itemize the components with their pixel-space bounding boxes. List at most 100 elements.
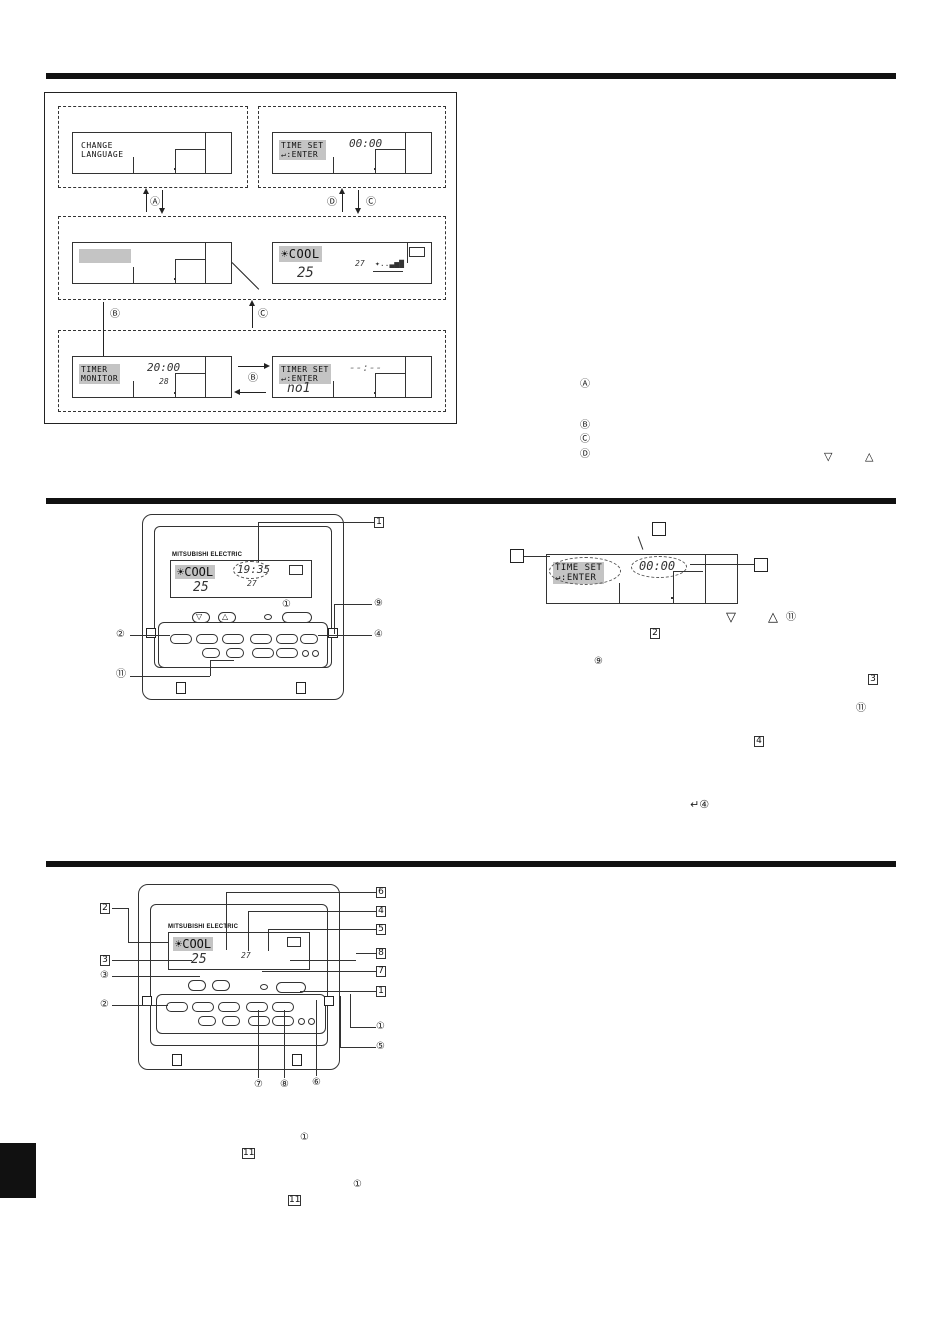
set-temp-button-2[interactable]	[218, 1002, 240, 1012]
callout-4: ④	[374, 629, 383, 640]
up-triangle: △	[865, 450, 874, 463]
callout3-6: 6	[376, 887, 386, 898]
label-line1: TIME SET	[281, 141, 324, 150]
label-line1: TIMER	[81, 365, 108, 374]
timer-button-b[interactable]	[276, 648, 298, 658]
time-readout: --:--	[349, 361, 383, 374]
callout3-8: 8	[376, 948, 386, 959]
test-button[interactable]	[302, 650, 309, 657]
note-s3: 3	[868, 674, 878, 685]
marker-a: Ⓐ	[150, 197, 160, 208]
callout3-c5: ⑤	[376, 1041, 385, 1052]
mode-button-2[interactable]	[192, 1002, 214, 1012]
remote-lcd: ☀COOL 19:35 25 27	[170, 560, 312, 598]
vane-button[interactable]	[276, 634, 298, 644]
down-triangle: ▽	[824, 450, 833, 463]
marker-c2: Ⓒ	[258, 309, 268, 320]
callout3-7: 7	[376, 966, 386, 977]
callout-box-left	[510, 549, 524, 563]
lcd-timer-monitor: TIMER MONITOR 20:00 28	[72, 356, 232, 398]
note-s4: 4	[754, 736, 764, 747]
temp-up-button[interactable]: △	[218, 612, 236, 623]
time-up-button-2[interactable]	[222, 1016, 240, 1026]
section-rule-1	[46, 73, 896, 79]
marker-c: Ⓒ	[366, 197, 376, 208]
callout3-c8: ⑧	[280, 1079, 289, 1090]
callout3-3: 3	[100, 955, 110, 966]
time-up-button[interactable]	[226, 648, 244, 658]
page-tab	[0, 1143, 36, 1198]
mode: ☀COOL	[279, 246, 322, 262]
lcd-timer-set: TIMER SET ↵:ENTER --:-- no1	[272, 356, 432, 398]
line1: CHANGE	[81, 141, 113, 150]
sub-readout: 28	[159, 377, 169, 386]
set-temp-button[interactable]	[222, 634, 244, 644]
callout3-1: 1	[376, 986, 386, 997]
marker-d: Ⓓ	[327, 197, 337, 208]
group-language	[58, 106, 248, 188]
temp-down-button-2[interactable]	[188, 980, 206, 991]
note-d: Ⓓ	[580, 449, 590, 460]
timer-button-a-2[interactable]	[248, 1016, 270, 1026]
note-enter-4: ↵④	[690, 798, 710, 811]
time-down-button-2[interactable]	[198, 1016, 216, 1026]
lcd-label: TIMER MONITOR	[79, 364, 121, 384]
test-button-2[interactable]	[298, 1018, 305, 1025]
note3-s11: 11	[242, 1148, 255, 1159]
note3-c1: ①	[300, 1132, 309, 1143]
timer-button-b-2[interactable]	[272, 1016, 294, 1026]
note3-c1b: ①	[353, 1179, 362, 1190]
mode-flow-diagram	[44, 92, 457, 424]
program-no: no1	[287, 381, 311, 396]
callout3-2: 2	[100, 903, 110, 914]
callout3-c7: ⑦	[254, 1079, 263, 1090]
note-c9: ⑨	[594, 656, 603, 667]
mode-button[interactable]	[196, 634, 218, 644]
group-timer	[58, 330, 446, 412]
note-c11: ⑪	[786, 612, 796, 623]
on-off-button[interactable]	[282, 612, 312, 623]
on-off-button-2[interactable]	[276, 982, 306, 993]
label-line1: TIMER SET	[281, 365, 329, 374]
check-button[interactable]	[312, 650, 319, 657]
lcd-label: TIMER SET ↵:ENTER	[279, 364, 331, 384]
fan-speed-button-2[interactable]	[246, 1002, 268, 1012]
room-temp: 27	[241, 951, 251, 960]
callout3-c1: ①	[376, 1021, 385, 1032]
time-readout: 20:00	[147, 361, 181, 374]
timer-mode-button[interactable]	[170, 634, 192, 644]
callout-2: ②	[116, 629, 125, 640]
up-icon: △	[222, 612, 229, 621]
operation-lamp	[264, 614, 272, 620]
lcd-off	[72, 242, 232, 284]
section-rule-2	[46, 498, 896, 504]
down-icon: ▽	[196, 612, 203, 621]
remote-face-2	[150, 904, 328, 1046]
callout3-c2: ②	[100, 999, 109, 1010]
time-readout: 00:00	[349, 137, 383, 150]
vane-button-2[interactable]	[272, 1002, 294, 1012]
remote-button-panel-2	[156, 994, 326, 1034]
temp-up-button-2[interactable]	[212, 980, 230, 991]
remote-button-panel	[158, 622, 328, 668]
lcd-time-set-large: TIME SET ↵:ENTER 00:00	[546, 554, 738, 604]
callout-1: 1	[374, 517, 384, 528]
time-down-button[interactable]	[202, 648, 220, 658]
temp-down-button[interactable]: ▽	[192, 612, 210, 623]
timer-button-a[interactable]	[252, 648, 274, 658]
group-time-set	[258, 106, 446, 188]
callout3-4: 4	[376, 906, 386, 917]
louver-button[interactable]	[300, 634, 318, 644]
label-line2: ↵:ENTER	[281, 150, 319, 159]
remote-controller-2	[138, 884, 340, 1070]
section-rule-3	[46, 861, 896, 867]
set-temp: 25	[297, 265, 314, 281]
room-temp: 27	[355, 259, 365, 268]
fan-indicator: ✦..▃▅▇	[375, 259, 404, 268]
check-button-2[interactable]	[308, 1018, 315, 1025]
timer-mode-button-2[interactable]	[166, 1002, 188, 1012]
callout-box-top	[652, 522, 666, 536]
fan-speed-button[interactable]	[250, 634, 272, 644]
remote-lcd-2: ☀COOL 25 27	[168, 932, 310, 970]
set-temp: 25	[193, 580, 209, 595]
